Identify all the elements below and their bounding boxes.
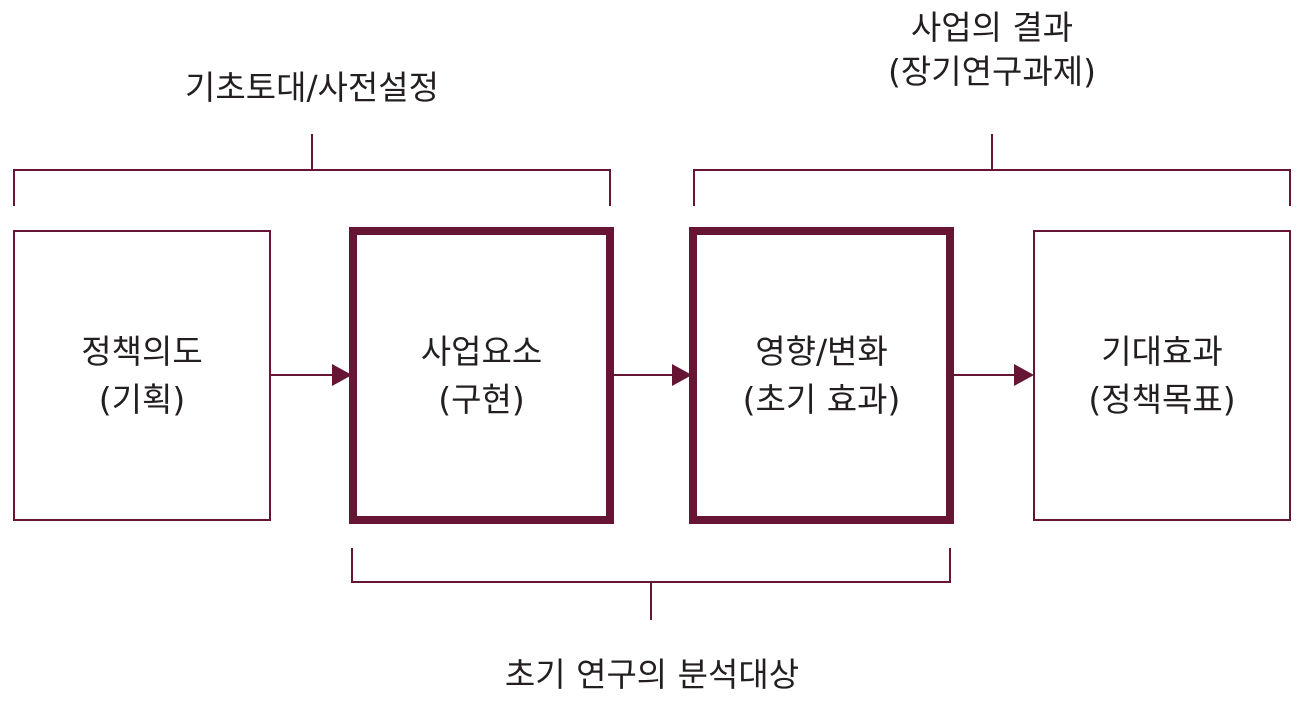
bracket-outcome xyxy=(693,134,1291,206)
box-impact-change-title: 영향/변화 xyxy=(755,331,888,371)
box-policy-intent-title: 정책의도 xyxy=(81,331,203,371)
foundation-label: 기초토대/사전설정 xyxy=(112,66,512,110)
arrow-3 xyxy=(954,364,1034,386)
box-expected-effect: 기대효과 (정책목표) xyxy=(1033,230,1291,521)
box-policy-intent-subtitle: (기획) xyxy=(98,379,186,419)
box-expected-effect-title: 기대효과 xyxy=(1101,331,1223,371)
box-program-elements-title: 사업요소 xyxy=(420,331,543,371)
arrow-2 xyxy=(612,364,692,386)
box-program-elements: 사업요소 (구현) xyxy=(349,227,614,524)
arrow-1 xyxy=(270,364,352,386)
bracket-foundation xyxy=(13,134,611,206)
outcome-label-line1: 사업의 결과 xyxy=(910,8,1074,47)
box-impact-change-subtitle: (초기 효과) xyxy=(742,379,901,419)
box-impact-change: 영향/변화 (초기 효과) xyxy=(689,227,954,524)
foundation-label-text: 기초토대/사전설정 xyxy=(185,68,439,107)
bracket-analysis-scope xyxy=(351,548,951,620)
analysis-scope-label-text: 초기 연구의 분석대상 xyxy=(504,655,800,694)
box-expected-effect-subtitle: (정책목표) xyxy=(1088,379,1236,419)
outcome-label-line2: (장기연구과제) xyxy=(888,52,1096,91)
analysis-scope-label: 초기 연구의 분석대상 xyxy=(402,653,902,697)
outcome-label: 사업의 결과 (장기연구과제) xyxy=(792,6,1192,94)
box-program-elements-subtitle: (구현) xyxy=(438,379,525,419)
box-policy-intent: 정책의도 (기획) xyxy=(13,230,271,521)
